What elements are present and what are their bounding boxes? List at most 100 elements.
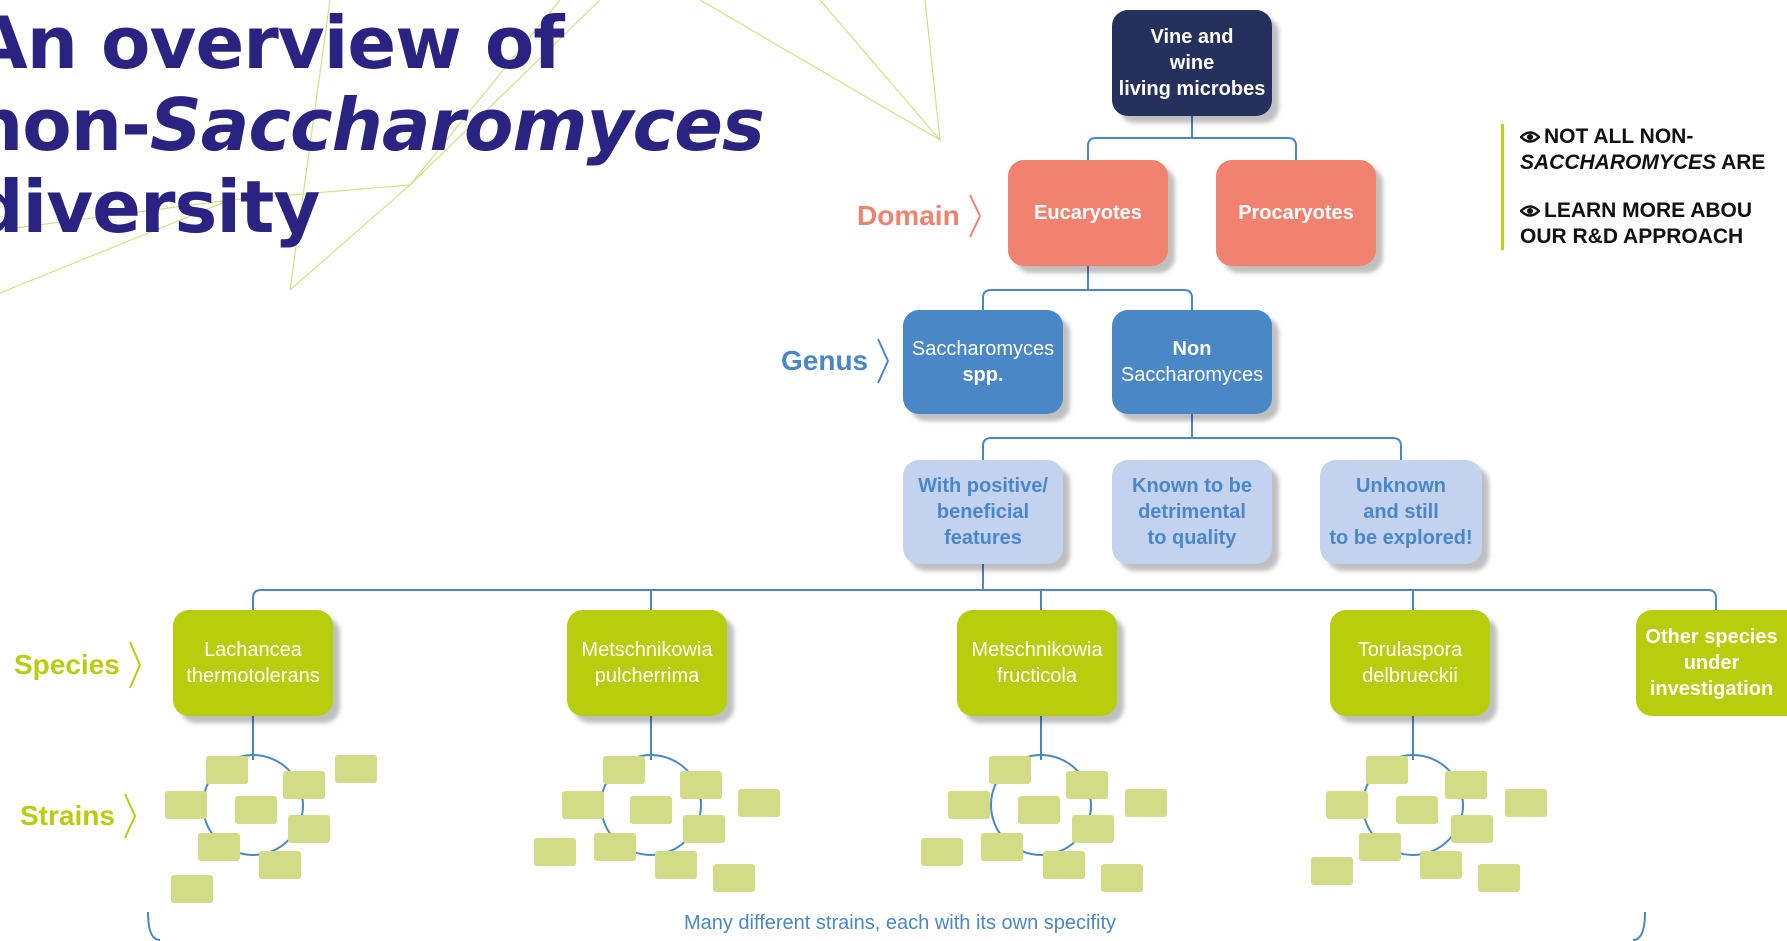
strain-box bbox=[198, 833, 240, 861]
footnote: Many different strains, each with its ow… bbox=[683, 912, 1117, 934]
page-title: An overview of non-Saccharomyces diversi… bbox=[0, 1, 765, 249]
strain-box bbox=[171, 875, 213, 903]
learn-more-line-2: OUR R&D APPROACH bbox=[1520, 225, 1744, 248]
strain-box bbox=[655, 851, 697, 879]
strain-box bbox=[1311, 857, 1353, 885]
node-species-torulaspora: Torulaspora delbrueckii bbox=[1330, 610, 1490, 716]
eye-icon bbox=[1520, 205, 1540, 217]
node-root-line-3: living microbes bbox=[1118, 78, 1266, 100]
node-detrimental: Known to be detrimental to quality bbox=[1112, 460, 1272, 564]
node-root-line-1: Vine and bbox=[1150, 26, 1234, 48]
strain-box bbox=[1420, 851, 1462, 879]
node-positive-line-2: beneficial bbox=[936, 501, 1030, 523]
strain-box bbox=[235, 796, 277, 824]
strain-box bbox=[989, 756, 1031, 784]
strain-box bbox=[1478, 864, 1520, 892]
node-positive-line-3: features bbox=[944, 527, 1022, 549]
row-label-species: Species bbox=[14, 640, 142, 690]
strain-box bbox=[1326, 791, 1368, 819]
strain-box bbox=[1072, 815, 1114, 843]
row-label-species-text: Species bbox=[14, 649, 120, 680]
species-4-line-1: Torulaspora bbox=[1357, 639, 1463, 661]
node-positive-features: With positive/beneficial features bbox=[903, 460, 1063, 564]
node-non-saccharomyces-line-2: Saccharomyces bbox=[1120, 364, 1264, 386]
strain-box bbox=[1445, 771, 1487, 799]
strain-box bbox=[738, 789, 780, 817]
strain-box bbox=[1451, 815, 1493, 843]
title-line-2-prefix: non- bbox=[0, 83, 151, 167]
strain-box bbox=[534, 838, 576, 866]
node-positive-line-1: With positive/ bbox=[918, 475, 1048, 497]
node-eucaryotes-label: Eucaryotes bbox=[1034, 202, 1142, 224]
species-5-line-2: under bbox=[1683, 652, 1740, 674]
species-1-line-1: Lachancea bbox=[204, 639, 302, 661]
strain-box bbox=[1101, 864, 1143, 892]
not-all-text: NOT ALL NON- bbox=[1544, 125, 1694, 148]
node-species-metschnikowia-fructicola: Metschnikowia fructicola bbox=[957, 610, 1117, 716]
strain-box bbox=[283, 771, 325, 799]
strain-box bbox=[165, 791, 207, 819]
species-5-line-3: investigation bbox=[1649, 678, 1774, 700]
strain-box bbox=[603, 756, 645, 784]
strain-box bbox=[562, 791, 604, 819]
node-detrimental-line-3: to quality bbox=[1147, 527, 1237, 549]
strain-box bbox=[683, 815, 725, 843]
node-root-line-2: wine bbox=[1169, 52, 1215, 74]
node-procaryotes: Procaryotes bbox=[1216, 160, 1376, 266]
species-5-line-1: Other species bbox=[1645, 626, 1778, 648]
not-all-italic: SACCHAROMYCES bbox=[1520, 151, 1717, 174]
row-label-strains-text: Strains bbox=[20, 800, 115, 831]
title-line-3: diversity bbox=[0, 165, 320, 249]
strain-box bbox=[1018, 796, 1060, 824]
strain-box bbox=[1359, 833, 1401, 861]
species-1-line-2: thermotolerans bbox=[186, 665, 320, 687]
species-4-line-2: delbrueckii bbox=[1362, 665, 1458, 687]
node-unknown-line-3: to be explored! bbox=[1329, 527, 1473, 549]
node-vine-wine-microbes: Vine and wine living microbes bbox=[1112, 10, 1272, 116]
learn-more-line-1: LEARN MORE ABOU bbox=[1544, 199, 1753, 222]
node-procaryotes-label: Procaryotes bbox=[1238, 202, 1354, 224]
species-3-line-2: fructicola bbox=[996, 665, 1077, 687]
strain-box bbox=[981, 833, 1023, 861]
chevron-right-icon bbox=[124, 793, 137, 839]
strain-box bbox=[335, 755, 377, 783]
node-non-saccharomyces-line-1: Non bbox=[1172, 338, 1212, 360]
strain-box bbox=[259, 851, 301, 879]
eye-icon bbox=[1520, 131, 1540, 143]
strain-box bbox=[594, 833, 636, 861]
not-all-link[interactable]: NOT ALL NON- SACCHAROMYCES ARE bbox=[1520, 124, 1765, 176]
row-label-strains: Strains bbox=[20, 792, 137, 840]
node-detrimental-line-1: Known to be bbox=[1132, 475, 1252, 497]
species-3-line-1: Metschnikowia bbox=[971, 639, 1103, 661]
row-label-genus: Genus bbox=[781, 337, 890, 385]
strain-box bbox=[1043, 851, 1085, 879]
species-2-line-1: Metschnikowia bbox=[581, 639, 713, 661]
row-label-domain-text: Domain bbox=[857, 200, 960, 231]
not-all-after: ARE bbox=[1716, 151, 1766, 174]
learn-more-link[interactable]: LEARN MORE ABOU OUR R&D APPROACH bbox=[1520, 198, 1765, 250]
strain-box bbox=[713, 864, 755, 892]
node-unknown-line-1: Unknown bbox=[1355, 475, 1446, 497]
title-line-2-italic: Saccharomyces bbox=[149, 83, 765, 167]
strain-box bbox=[630, 796, 672, 824]
strain-box bbox=[948, 791, 990, 819]
species-2-line-2: pulcherrima bbox=[594, 665, 700, 687]
strain-box bbox=[288, 815, 330, 843]
chevron-right-icon bbox=[128, 641, 141, 689]
row-label-genus-text: Genus bbox=[781, 345, 869, 376]
node-species-other: Other species under investigation bbox=[1636, 610, 1787, 716]
strain-box bbox=[1066, 771, 1108, 799]
node-eucaryotes: Eucaryotes bbox=[1008, 160, 1168, 266]
strain-box bbox=[921, 838, 963, 866]
chevron-right-icon bbox=[877, 338, 890, 384]
strain-box bbox=[680, 771, 722, 799]
strain-box bbox=[1396, 796, 1438, 824]
node-detrimental-line-2: detrimental bbox=[1138, 501, 1246, 523]
node-species-metschnikowia-pulcherrima: Metschnikowia pulcherrima bbox=[567, 610, 727, 716]
title-line-1: An overview of bbox=[0, 1, 565, 85]
